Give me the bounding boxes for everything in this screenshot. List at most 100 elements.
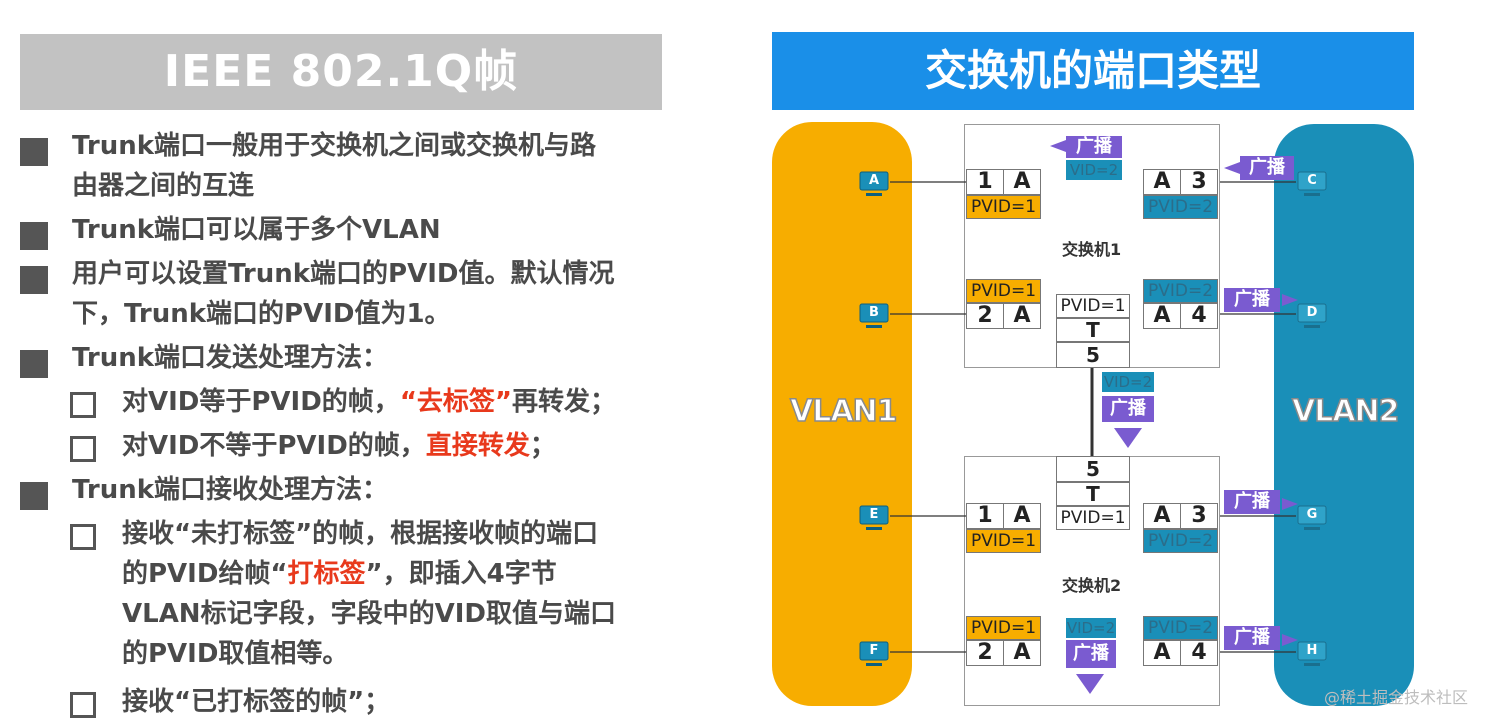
- s2-port4-pvid: PVID=2: [1143, 616, 1218, 640]
- bullet-2-text: Trunk端口可以属于多个VLAN: [72, 215, 441, 245]
- bullet-2: Trunk端口可以属于多个VLAN: [18, 210, 678, 250]
- s1-port5-number: 5: [1056, 342, 1130, 368]
- pc-icon-b: [859, 303, 889, 328]
- watermark: @稀土掘金技术社区: [1324, 688, 1469, 707]
- square-bullet-icon: [20, 482, 48, 510]
- right-header: 交换机的端口类型: [772, 32, 1414, 110]
- sub-4-2-text-b: ；: [529, 431, 556, 461]
- sub-bullet-4-1: 对VID等于PVID的帧，“去标签”再转发；: [18, 382, 678, 422]
- vid-tag-s2: VID=2: [1066, 618, 1116, 638]
- broadcast-tag-s1-top: 广播: [1066, 136, 1122, 158]
- switch-2-label: 交换机2: [1062, 576, 1122, 595]
- vlan1-region: [772, 122, 912, 706]
- broadcast-tag-h: 广播: [1224, 626, 1280, 650]
- vlan2-label: VLAN2: [1291, 393, 1400, 430]
- s2-port2-letter: A: [1003, 640, 1041, 666]
- pc-label-c: C: [1307, 173, 1317, 188]
- bullet-4-text: Trunk端口发送处理方法：: [72, 343, 389, 373]
- broadcast-tag-c: 广播: [1240, 156, 1294, 180]
- pc-icon-d: [1297, 303, 1327, 328]
- sub-bullet-4-2: 对VID不等于PVID的帧，直接转发；: [18, 426, 678, 466]
- square-bullet-icon: [20, 222, 48, 250]
- s1-port1-letter: A: [1003, 169, 1041, 195]
- broadcast-tag-g: 广播: [1224, 490, 1280, 514]
- pc-label-g: G: [1306, 507, 1318, 522]
- square-bullet-icon: [20, 350, 48, 378]
- bullet-3: 用户可以设置Trunk端口的PVID值。默认情况 下，Trunk端口的PVID值…: [18, 254, 678, 334]
- s2-port2-number: 2: [966, 640, 1004, 666]
- bullet-4: Trunk端口发送处理方法：: [18, 338, 678, 378]
- sub-4-1-highlight: “去标签”: [399, 387, 512, 417]
- vlan1-label: VLAN1: [789, 393, 898, 430]
- sub-4-2-text-a: 对VID不等于PVID的帧，: [122, 431, 426, 461]
- sub-5-1-line-1: 接收“未打标签”的帧，根据接收帧的端口: [122, 519, 599, 549]
- bullet-5-text: Trunk端口接收处理方法：: [72, 475, 389, 505]
- sub-bullet-5-2: 接收“已打标签的帧”；: [18, 682, 678, 722]
- s1-port1-pvid: PVID=1: [966, 195, 1041, 219]
- s1-port5-type: T: [1056, 318, 1130, 342]
- sub-4-2-highlight: 直接转发: [425, 431, 530, 461]
- s2-port1-letter: A: [1003, 503, 1041, 529]
- s2-port4-letter: A: [1143, 640, 1181, 666]
- pc-label-a: A: [868, 173, 880, 188]
- hollow-square-bullet-icon: [70, 524, 96, 550]
- pc-icon-f: [859, 641, 889, 666]
- square-bullet-icon: [20, 138, 48, 166]
- broadcast-tag-d: 广播: [1224, 288, 1280, 312]
- sub-4-1-text-a: 对VID等于PVID的帧，: [122, 387, 400, 417]
- s2-port2-pvid: PVID=1: [966, 616, 1041, 640]
- bullet-list: Trunk端口一般用于交换机之间或交换机与路 由器之间的互连 Trunk端口可以…: [18, 126, 678, 722]
- s1-port2-pvid: PVID=1: [966, 279, 1041, 303]
- s1-port3-letter: A: [1143, 169, 1181, 195]
- s1-port4-letter: A: [1143, 303, 1181, 329]
- sub-5-1-line-4: 的PVID取值相等。: [122, 639, 349, 669]
- s1-port5-pvid: PVID=1: [1056, 294, 1130, 318]
- pc-label-e: E: [869, 507, 879, 522]
- switch-1-label: 交换机1: [1062, 240, 1122, 259]
- vlan2-region: [1274, 124, 1414, 706]
- bullet-3-line-2: 下，Trunk端口的PVID值为1。: [72, 299, 451, 329]
- pc-icon-e: [859, 505, 889, 530]
- left-header: IEEE 802.1Q帧: [20, 34, 662, 110]
- sub-5-1-highlight: 打标签: [287, 559, 366, 589]
- pc-label-b: B: [869, 305, 879, 320]
- s2-port1-pvid: PVID=1: [966, 529, 1041, 553]
- s2-port1-number: 1: [966, 503, 1004, 529]
- sub-bullet-5-1: 接收“未打标签”的帧，根据接收帧的端口 的PVID给帧“打标签”，即插入4字节 …: [18, 514, 678, 674]
- pc-icon-g: [1297, 505, 1327, 530]
- bullet-3-line-1: 用户可以设置Trunk端口的PVID值。默认情况: [72, 259, 615, 289]
- sub-4-1-text-b: 再转发；: [512, 387, 617, 417]
- s1-port2-letter: A: [1003, 303, 1041, 329]
- pc-icon-a: [859, 171, 889, 196]
- bullet-5: Trunk端口接收处理方法：: [18, 470, 678, 510]
- square-bullet-icon: [20, 266, 48, 294]
- pc-icon-c: [1297, 171, 1327, 196]
- hollow-square-bullet-icon: [70, 392, 96, 418]
- hollow-square-bullet-icon: [70, 436, 96, 462]
- s2-port5-type: T: [1056, 482, 1130, 506]
- pc-label-f: F: [869, 643, 879, 658]
- broadcast-tag-trunk: 广播: [1102, 396, 1154, 422]
- s1-port4-pvid: PVID=2: [1143, 279, 1218, 303]
- s1-port1-number: 1: [966, 169, 1004, 195]
- sub-5-1-line-3: VLAN标记字段，字段中的VID取值与端口: [122, 599, 616, 629]
- s1-port3-pvid: PVID=2: [1143, 195, 1218, 219]
- s2-port3-pvid: PVID=2: [1143, 529, 1218, 553]
- s2-port5-number: 5: [1056, 456, 1130, 482]
- pc-label-h: H: [1306, 643, 1318, 658]
- bullet-1: Trunk端口一般用于交换机之间或交换机与路 由器之间的互连: [18, 126, 678, 206]
- vid-tag-s1-top: VID=2: [1066, 160, 1122, 180]
- sub-5-1-line-2-a: 的PVID给帧“: [122, 559, 288, 589]
- pc-icon-h: [1297, 641, 1327, 666]
- s2-port3-number: 3: [1180, 503, 1218, 529]
- s1-port3-number: 3: [1180, 169, 1218, 195]
- s2-port3-letter: A: [1143, 503, 1181, 529]
- broadcast-tag-s2: 广播: [1066, 640, 1116, 668]
- bullet-1-line-2: 由器之间的互连: [72, 171, 255, 201]
- pc-label-d: D: [1306, 305, 1318, 320]
- s2-port4-number: 4: [1180, 640, 1218, 666]
- vid-tag-trunk: VID=2: [1102, 372, 1154, 392]
- s2-port5-pvid: PVID=1: [1056, 506, 1130, 530]
- hollow-square-bullet-icon: [70, 692, 96, 718]
